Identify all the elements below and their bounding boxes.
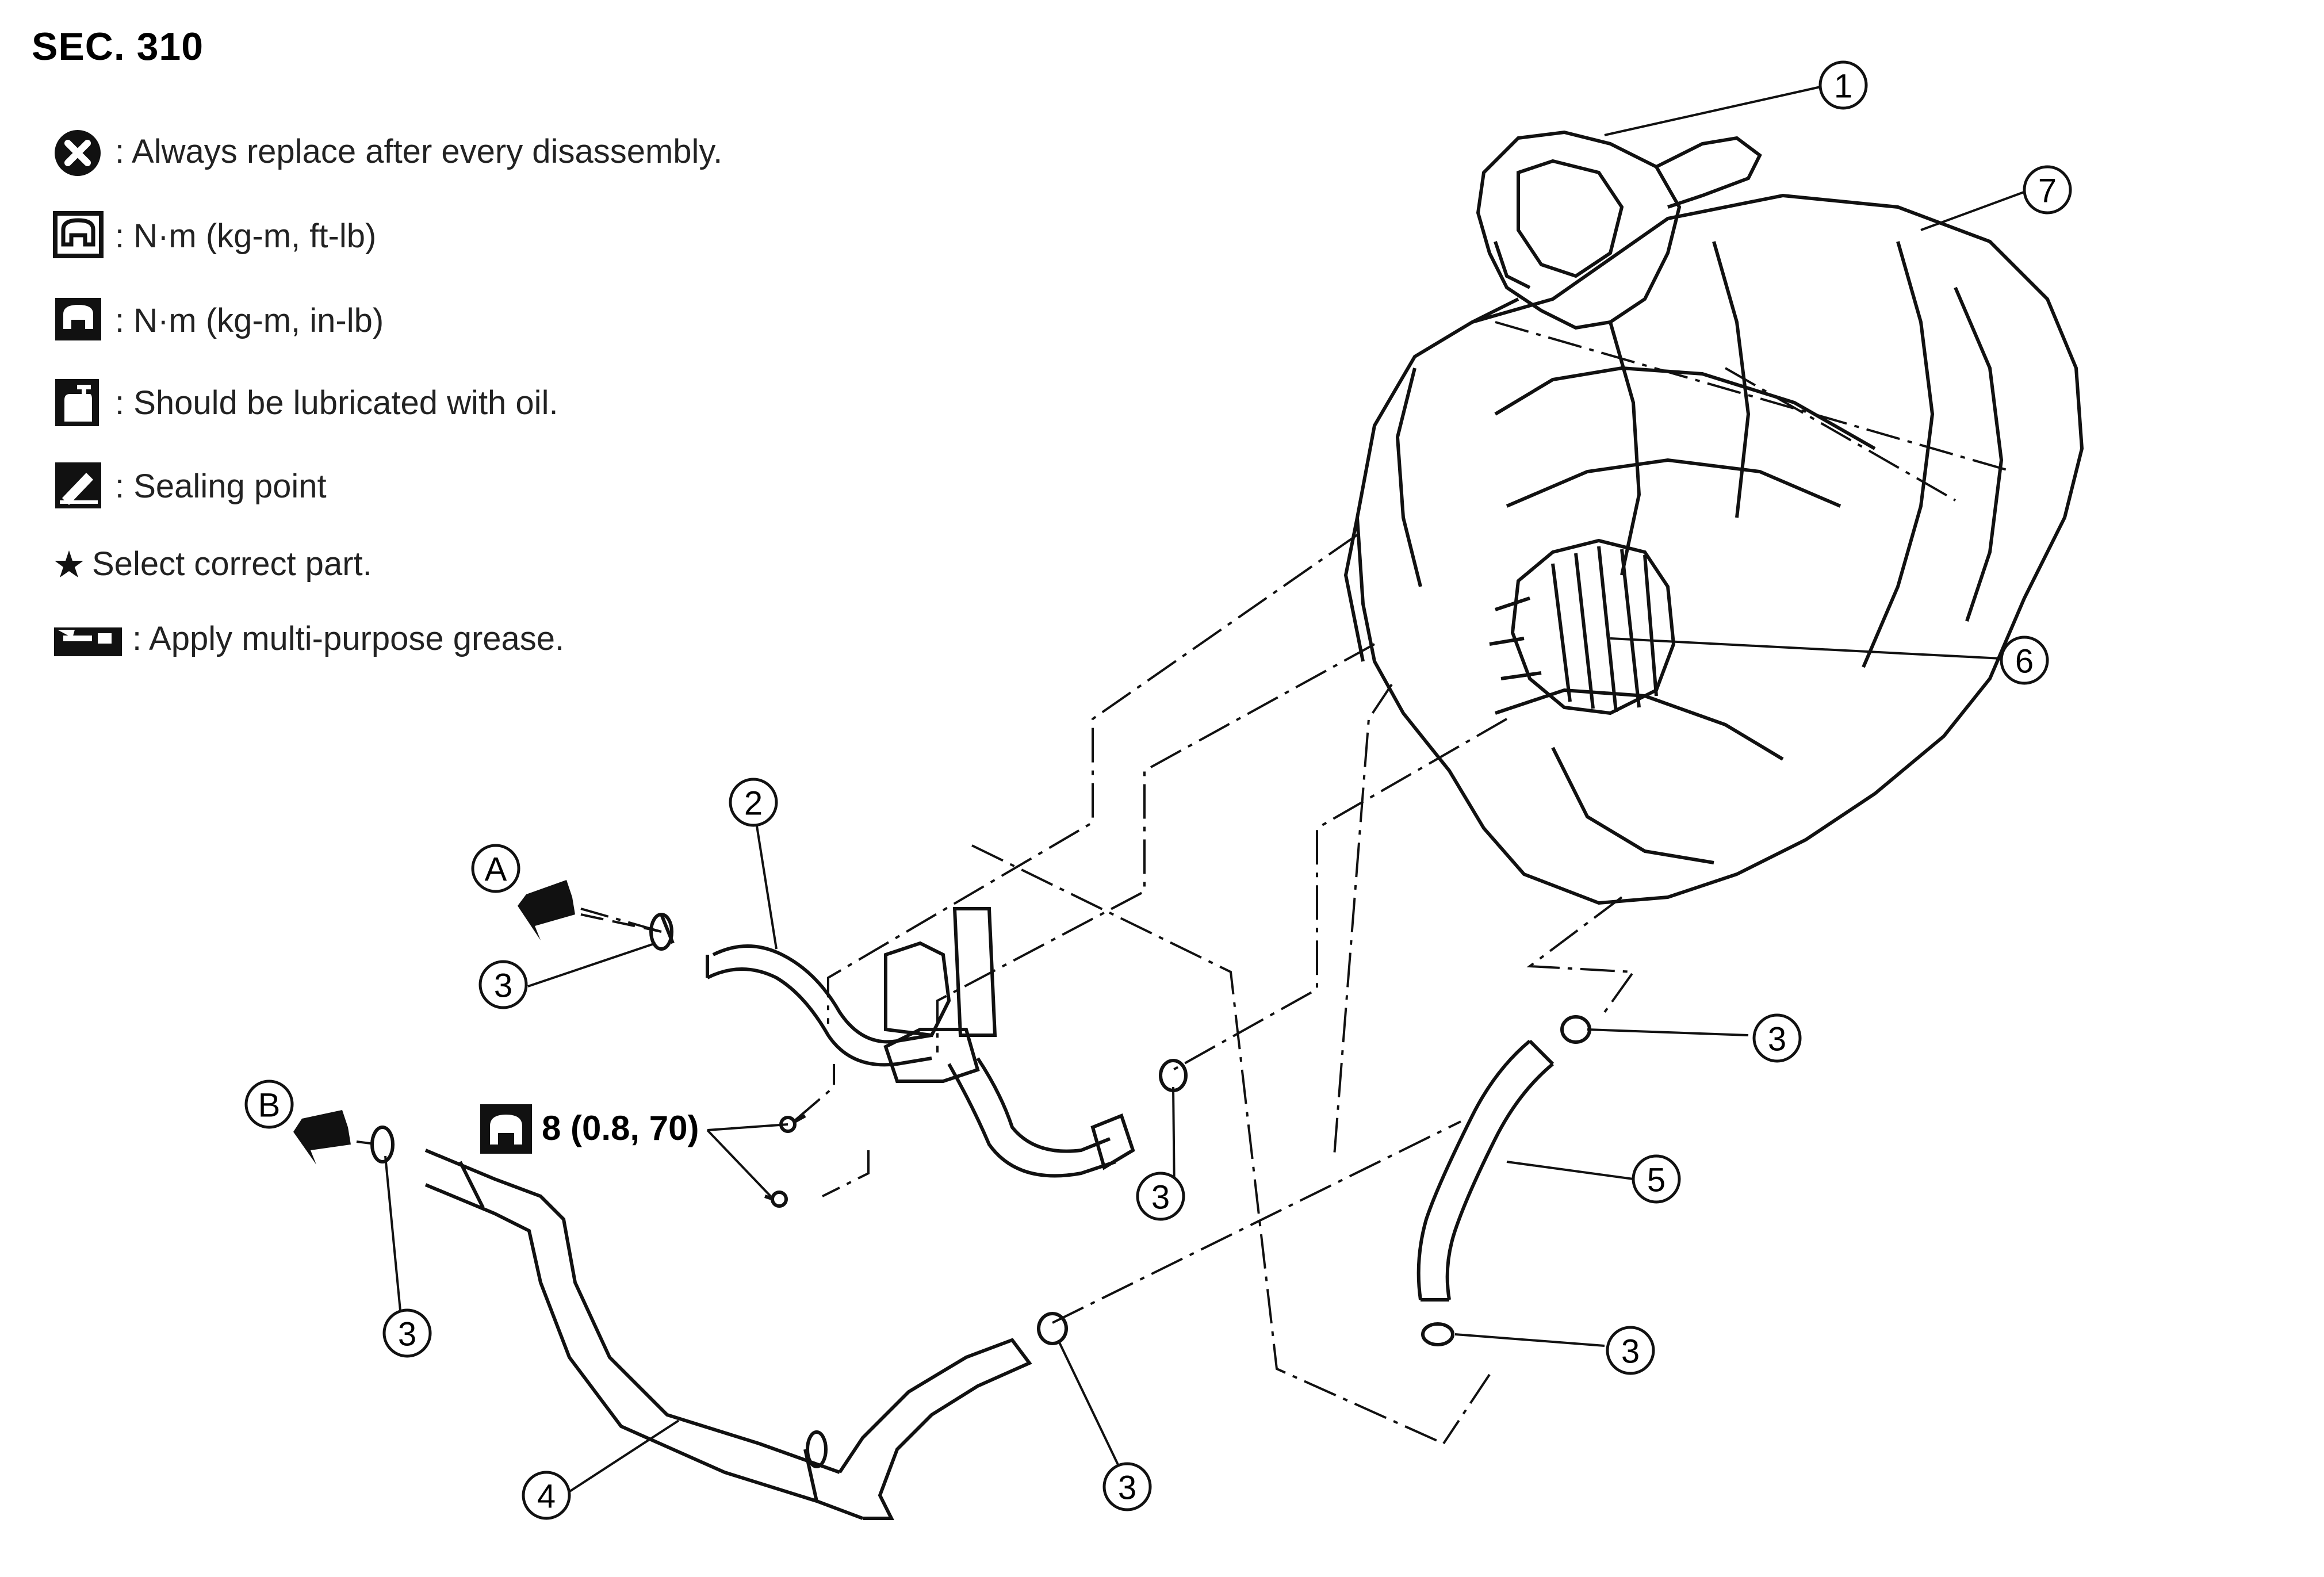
legend-item-oil: : Should be lubricated with oil. <box>52 377 558 428</box>
cross-replace-icon <box>52 125 109 177</box>
assembly-guide-lines <box>580 321 2013 1445</box>
callout-3: 3 <box>1136 1172 1185 1221</box>
hose-2 <box>706 941 951 1067</box>
callout-number: 3 <box>398 1316 416 1353</box>
hose-4 <box>424 1149 1032 1520</box>
direction-arrow-a <box>518 880 662 940</box>
legend-item-replace: : Always replace after every disassembly… <box>52 125 722 177</box>
callout-b: B <box>244 1080 294 1129</box>
callout-3: 3 <box>478 960 528 1009</box>
hose-clamp <box>1560 1015 1591 1044</box>
callout-3: 3 <box>382 1308 432 1358</box>
callout-letter: A <box>485 851 507 889</box>
torque-spec: 8 (0.8, 70) <box>480 1104 699 1154</box>
leader-lines <box>384 85 2031 1496</box>
transaxle-assembly <box>1343 193 2084 905</box>
callout-number: 7 <box>2038 173 2057 210</box>
callout-number: 4 <box>537 1478 556 1515</box>
callout-number: 3 <box>1118 1469 1136 1507</box>
grease-icon <box>52 613 127 664</box>
callout-a: A <box>471 844 520 893</box>
callout-4: 4 <box>522 1471 571 1520</box>
oil-cooler <box>1489 538 1676 715</box>
legend-text: : N·m (kg-m, ft-lb) <box>115 217 377 255</box>
star-icon <box>52 538 86 590</box>
callout-2: 2 <box>729 778 778 827</box>
oil-can-icon <box>52 377 109 428</box>
direction-arrow-b <box>293 1110 380 1165</box>
legend-text: : Should be lubricated with oil. <box>115 384 558 422</box>
legend-item-torque-ft-lb: : N·m (kg-m, ft-lb) <box>52 210 376 262</box>
torque-value: 8 (0.8, 70) <box>542 1109 699 1147</box>
callout-number: 5 <box>1647 1162 1666 1199</box>
bolt <box>764 1191 788 1208</box>
legend-text: : Sealing point <box>115 467 327 505</box>
callout-6: 6 <box>2000 636 2049 685</box>
callout-3: 3 <box>1606 1326 1655 1375</box>
callout-1: 1 <box>1818 60 1868 110</box>
callout-3: 3 <box>1752 1013 1802 1063</box>
callout-3: 3 <box>1102 1462 1152 1511</box>
legend-text: Select correct part. <box>92 545 372 583</box>
legend-text: : Always replace after every disassembly… <box>115 132 723 170</box>
legend-text: : Apply multi-purpose grease. <box>132 619 565 657</box>
callout-number: 6 <box>2015 643 2034 680</box>
hose-clamp <box>649 913 675 951</box>
sealing-icon <box>52 460 109 512</box>
legend-item-star: Select correct part. <box>52 538 372 590</box>
callout-number: 3 <box>494 967 512 1005</box>
callout-letter: B <box>258 1087 281 1124</box>
legend-item-sealing: : Sealing point <box>52 460 327 512</box>
callout-number: 1 <box>1834 68 1852 105</box>
hose-clamp <box>1159 1059 1188 1092</box>
callout-5: 5 <box>1632 1154 1681 1204</box>
callout-number: 2 <box>744 785 763 822</box>
hose-clamp <box>1421 1322 1454 1346</box>
legend-item-torque-in-lb: : N·m (kg-m, in-lb) <box>52 294 384 346</box>
section-title: SEC. 310 <box>32 25 204 68</box>
callout-number: 3 <box>1768 1021 1786 1058</box>
hose-5 <box>1416 1039 1555 1302</box>
callout-7: 7 <box>2023 165 2072 215</box>
callout-number: 3 <box>1151 1179 1170 1216</box>
torque-in-lb-icon <box>52 294 109 346</box>
hose-connector-bracket <box>883 907 1135 1178</box>
callout-number: 3 <box>1621 1333 1640 1371</box>
torque-in-lb-icon <box>490 1115 522 1145</box>
water-control-valve <box>1471 130 1762 330</box>
hose-clamp <box>370 1126 395 1163</box>
legend-item-grease: : Apply multi-purpose grease. <box>52 613 564 664</box>
legend-text: : N·m (kg-m, in-lb) <box>115 301 384 339</box>
hose-clamp <box>806 1430 828 1468</box>
torque-ft-lb-icon <box>52 210 109 262</box>
hose-clamp <box>1037 1312 1068 1345</box>
